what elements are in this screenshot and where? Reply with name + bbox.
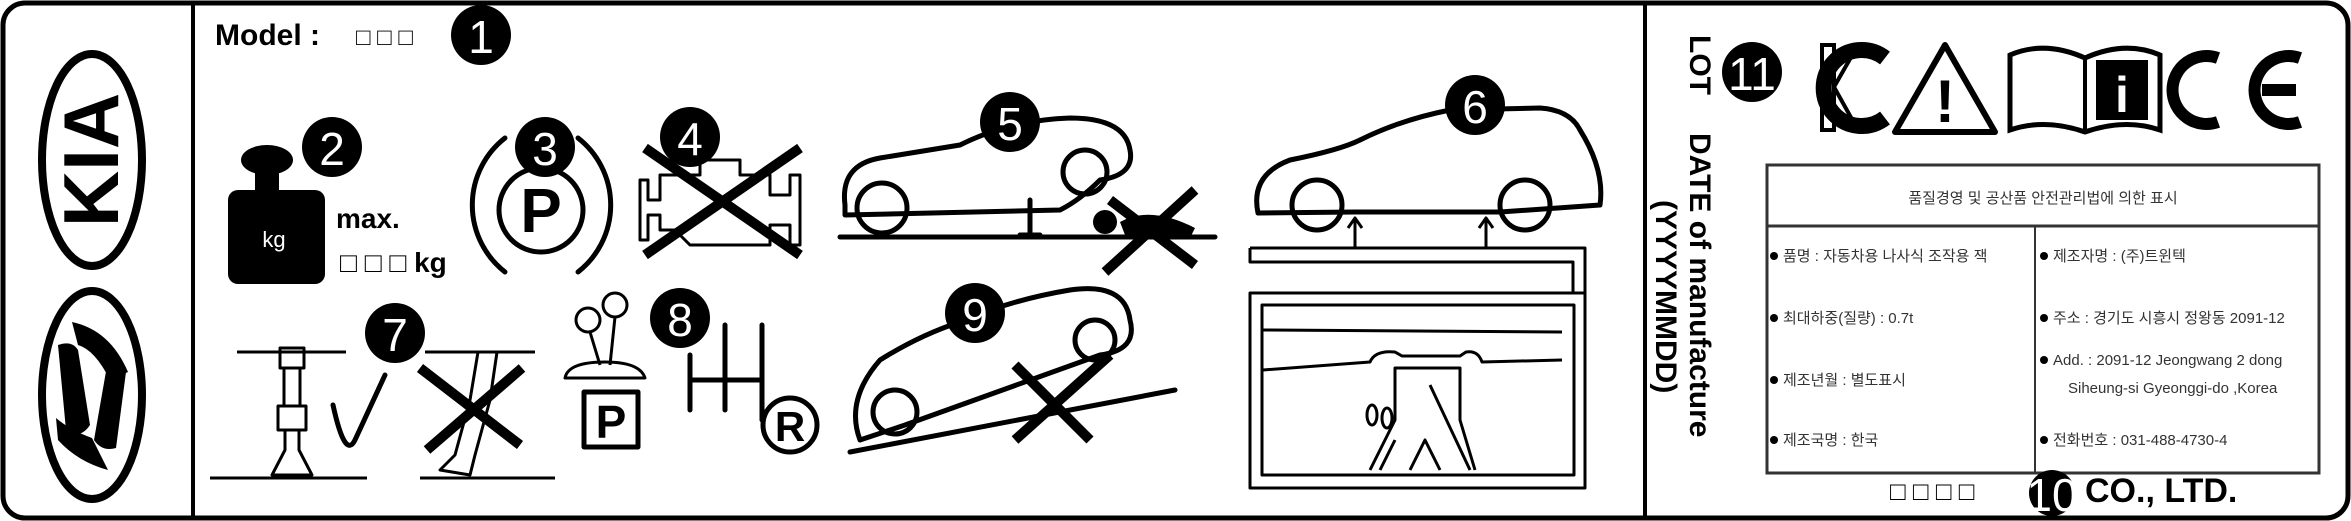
svg-text:3: 3 bbox=[532, 123, 558, 175]
kia-logo-text: KIA bbox=[47, 93, 135, 227]
badge-1: 1 bbox=[451, 5, 511, 65]
kor-item: 최대하중(질량) : 0.7t bbox=[1783, 310, 1914, 327]
kia-logo: KIA bbox=[38, 50, 146, 270]
badge-5: 5 bbox=[980, 92, 1040, 152]
badge-6: 6 bbox=[1445, 75, 1505, 135]
badge-9: 9 bbox=[945, 283, 1005, 343]
weight-icon: kg bbox=[228, 145, 325, 284]
kor-info-table: 품질경영 및 공산품 안전관리법에 의한 표시 품명 : 자동차용 나사식 조작… bbox=[1765, 163, 2321, 475]
kor-item: Add. : 2091-12 Jeongwang 2 dong bbox=[2053, 352, 2282, 369]
company-name-placeholder: □ □ □ □ bbox=[1890, 476, 1975, 506]
lot-label: LOT bbox=[1683, 35, 1716, 95]
svg-text:!: ! bbox=[1935, 68, 1955, 135]
badge-10: 10 bbox=[2026, 469, 2077, 521]
kor-right-items: 제조자명 : (주)트윈텍 주소 : 경기도 시흥시 정왕동 2091-12 A… bbox=[2040, 248, 2285, 449]
kor-item: 제조년월 : 별도표시 bbox=[1783, 372, 1906, 389]
model-value: □ □ □ bbox=[356, 24, 413, 51]
kor-item: 제조자명 : (주)트윈텍 bbox=[2053, 248, 2186, 265]
kor-item: 주소 : 경기도 시흥시 정왕동 2091-12 bbox=[2053, 309, 2285, 327]
badge-8: 8 bbox=[650, 288, 710, 348]
svg-text:1: 1 bbox=[468, 11, 494, 63]
badge-3: 3 bbox=[515, 117, 575, 177]
jack-tilted-wrong-icon bbox=[416, 350, 555, 480]
svg-text:8: 8 bbox=[667, 294, 693, 346]
badge-11: 11 bbox=[1722, 42, 1782, 102]
badge-4: 4 bbox=[660, 107, 720, 167]
max-label: max. bbox=[336, 203, 400, 234]
svg-text:7: 7 bbox=[382, 309, 408, 361]
svg-text:11: 11 bbox=[1728, 48, 1776, 100]
kor-table-title: 품질경영 및 공산품 안전관리법에 의한 표시 bbox=[1908, 190, 2177, 207]
no-person-under-car-icon bbox=[837, 115, 1218, 276]
warning-triangle-icon: ! bbox=[1892, 42, 1998, 135]
jack-point-diagram bbox=[1248, 105, 1604, 490]
kor-item: 제조국명 : 한국 bbox=[1783, 432, 1879, 449]
engine-off-icon bbox=[638, 143, 803, 260]
gear-lever-park-icon: P bbox=[563, 291, 647, 450]
kor-item: Siheung-si Gyeonggi-do ,Korea bbox=[2068, 380, 2278, 397]
svg-text:6: 6 bbox=[1462, 81, 1488, 133]
badge-2: 2 bbox=[302, 117, 362, 177]
manual-shift-reverse-icon: R bbox=[687, 322, 820, 455]
kor-left-items: 품명 : 자동차용 나사식 조작용 잭 최대하중(질량) : 0.7t 제조년월… bbox=[1770, 248, 1987, 449]
max-load-value: □ □ □ kg bbox=[340, 247, 447, 278]
lot-date-text: LOT DATE of manufacture (YYYYMMDD) bbox=[1649, 35, 1716, 437]
badge-7: 7 bbox=[365, 303, 425, 363]
hyundai-logo bbox=[38, 287, 146, 503]
svg-text:2: 2 bbox=[319, 123, 345, 175]
kor-item: 품명 : 자동차용 나사식 조작용 잭 bbox=[1783, 248, 1987, 265]
kor-item: 전화번호 : 031-488-4730-4 bbox=[2053, 432, 2227, 449]
weight-kg-text: kg bbox=[262, 227, 285, 252]
jack-vertical-ok-icon bbox=[210, 346, 388, 480]
model-label: Model : bbox=[215, 19, 320, 52]
date-format-label: (YYYYMMDD) bbox=[1649, 200, 1682, 393]
svg-text:10: 10 bbox=[2026, 469, 2077, 521]
svg-text:5: 5 bbox=[997, 98, 1023, 150]
no-slope-jacking-icon bbox=[847, 286, 1178, 455]
company-suffix: CO., LTD. bbox=[2085, 472, 2237, 510]
lever-p-text: P bbox=[596, 396, 627, 448]
parking-p-symbol: P bbox=[520, 177, 561, 246]
reverse-r-text: R bbox=[775, 403, 805, 450]
svg-text:9: 9 bbox=[962, 289, 988, 341]
ce-mark-icon bbox=[2166, 50, 2303, 130]
date-of-manufacture-label: DATE of manufacture bbox=[1683, 133, 1716, 437]
kc-mark-icon bbox=[1815, 42, 1890, 134]
svg-text:4: 4 bbox=[677, 113, 703, 165]
svg-text:i: i bbox=[2115, 67, 2129, 123]
manual-book-info-icon: i bbox=[2007, 45, 2163, 135]
